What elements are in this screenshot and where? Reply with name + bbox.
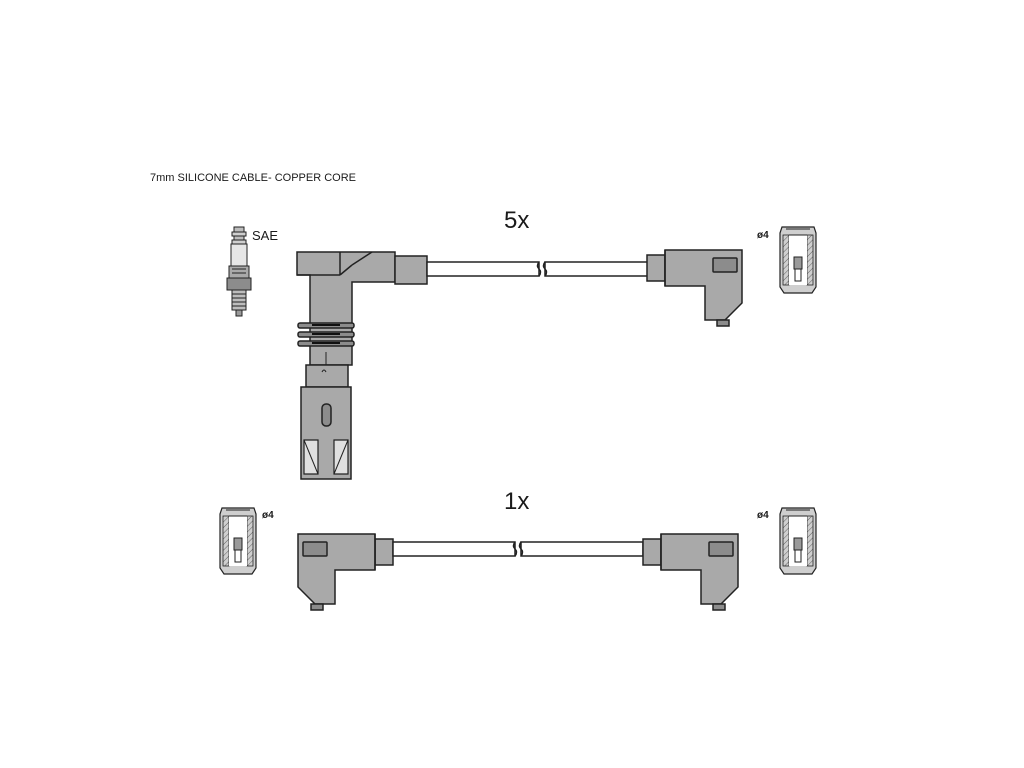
top-distributor-boot bbox=[646, 249, 743, 327]
top-cable bbox=[426, 261, 658, 277]
spark-plug-standard-label: SAE bbox=[252, 228, 278, 243]
bottom-right-terminal-diameter-label: ø4 bbox=[757, 510, 769, 521]
bottom-left-terminal bbox=[219, 507, 257, 575]
top-right-terminal-diameter-label: ø4 bbox=[757, 230, 769, 241]
bottom-right-boot bbox=[642, 533, 739, 611]
top-right-terminal bbox=[779, 226, 817, 294]
bottom-set-quantity: 1x bbox=[504, 488, 529, 515]
bottom-right-terminal bbox=[779, 507, 817, 575]
bottom-left-terminal-diameter-label: ø4 bbox=[262, 510, 274, 521]
bottom-left-boot bbox=[297, 533, 394, 611]
spark-plug-boot bbox=[296, 251, 428, 480]
cable-specification-caption: 7mm SILICONE CABLE- COPPER CORE bbox=[150, 172, 356, 184]
top-set-quantity: 5x bbox=[504, 207, 529, 234]
spark-plug-icon bbox=[226, 226, 252, 317]
bottom-cable bbox=[392, 541, 644, 557]
